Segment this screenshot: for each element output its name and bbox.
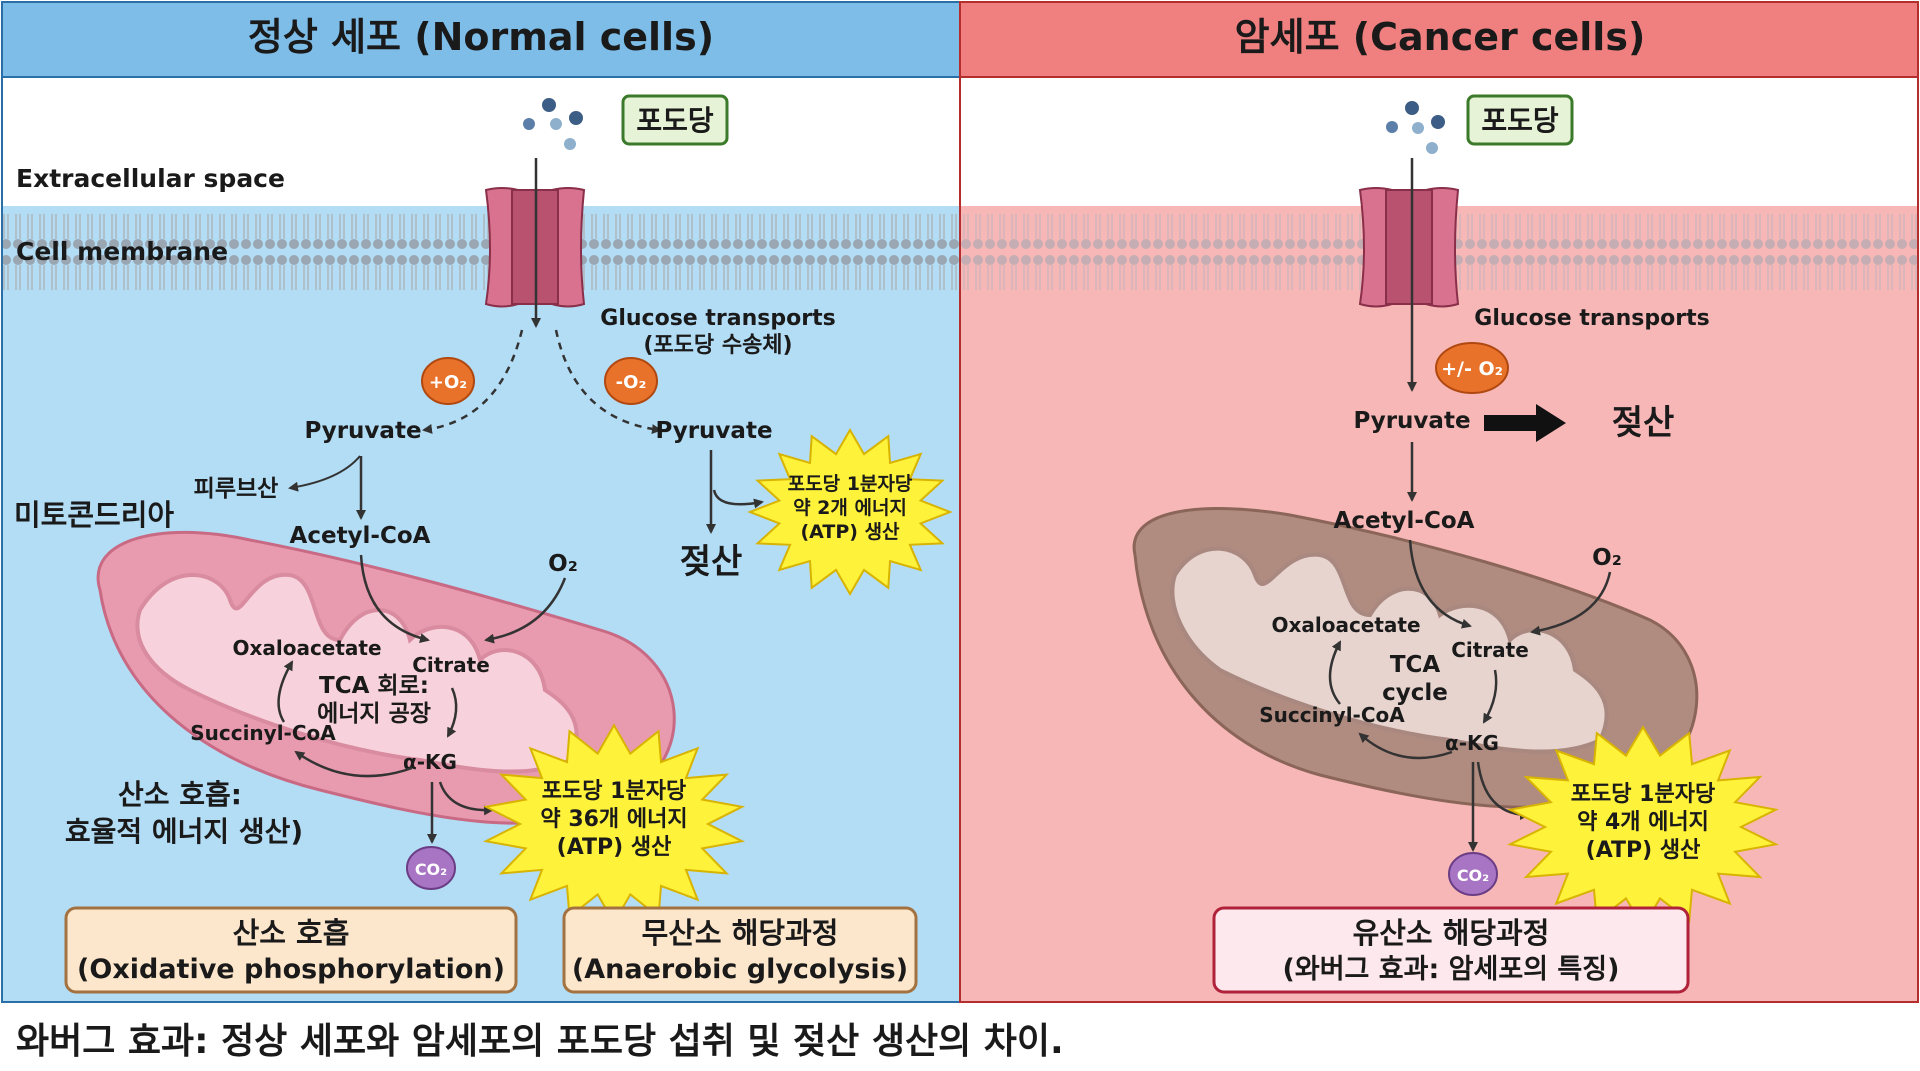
burst-right-line-3: (ATP) 생산 bbox=[1586, 838, 1701, 863]
burst-small-line-2: 약 2개 에너지 bbox=[793, 497, 907, 519]
tca-label-2: 에너지 공장 bbox=[317, 701, 431, 727]
glucose-transporter-icon-right bbox=[1358, 187, 1460, 308]
tca-label-right-1: TCA bbox=[1390, 652, 1441, 678]
burst-right-line-1: 포도당 1분자당 bbox=[1571, 782, 1715, 807]
o2-to-citrate-arrow bbox=[484, 577, 567, 644]
oxidative-box-line-1: 산소 호흡 bbox=[233, 916, 350, 950]
left-header-bar bbox=[1, 1, 961, 78]
anaerobic-branch-arrow bbox=[554, 329, 662, 435]
akg-label-right: α-KG bbox=[1445, 731, 1499, 755]
burst-big-line-3: (ATP) 생산 bbox=[557, 835, 672, 860]
tca-label-1: TCA 회로: bbox=[319, 673, 429, 699]
tca-succinyl-oxalo-arrow bbox=[277, 660, 294, 723]
left-membrane bbox=[3, 206, 959, 296]
acetyl-coa-label: Acetyl-CoA bbox=[290, 523, 431, 549]
plus-o2-text: +O₂ bbox=[429, 372, 467, 393]
burst-right-line-2: 약 4개 에너지 bbox=[1577, 810, 1709, 835]
minus-o2-badge: -O₂ bbox=[604, 357, 658, 405]
oxidative-box-line-2: (Oxidative phosphorylation) bbox=[77, 954, 505, 985]
pyruvate-right: Pyruvate bbox=[655, 418, 772, 444]
tca-citrate-akg-arrow-right bbox=[1482, 669, 1498, 724]
cancer-cells-panel: 암세포 (Cancer cells) 포도당 Glucose transport… bbox=[959, 1, 1919, 1003]
cancer-mitochondrion-icon bbox=[1132, 507, 1699, 809]
atp-burst-small-icon bbox=[747, 428, 953, 596]
glucose-label: 포도당 bbox=[636, 104, 714, 137]
acetyl-to-citrate-arrow bbox=[359, 554, 430, 644]
o2-label-right: O₂ bbox=[1592, 545, 1622, 571]
tca-akg-succinyl-arrow bbox=[294, 750, 413, 778]
succinyl-coa-label-right: Succinyl-CoA bbox=[1259, 703, 1405, 727]
aerobic-box-line-2: (와버그 효과: 암세포의 특징) bbox=[1283, 954, 1620, 985]
succinyl-coa-label: Succinyl-CoA bbox=[190, 721, 336, 745]
pyruvate-label-right: Pyruvate bbox=[1353, 408, 1470, 434]
transporter-label: Glucose transports bbox=[600, 306, 835, 331]
oxaloacetate-label-right: Oxaloacetate bbox=[1271, 613, 1420, 637]
left-header-title: 정상 세포 (Normal cells) bbox=[248, 15, 714, 59]
o2-to-citrate-arrow-right bbox=[1530, 571, 1612, 636]
extracellular-label: Extracellular space bbox=[16, 164, 285, 193]
left-extracellular bbox=[3, 78, 959, 206]
burst-big-line-2: 약 36개 에너지 bbox=[540, 807, 687, 832]
anaerobic-box-line-1: 무산소 해당과정 bbox=[642, 916, 839, 950]
normal-cells-panel: 정상 세포 (Normal cells) Extracellular space… bbox=[1, 1, 961, 1003]
plus-minus-o2-badge: +/- O₂ bbox=[1435, 342, 1509, 394]
co2-text-right: CO₂ bbox=[1457, 866, 1489, 885]
pyruvic-acid-label: 피루브산 bbox=[194, 476, 279, 502]
co2-badge-right: CO₂ bbox=[1448, 852, 1498, 896]
pyruvic-acid-arrow bbox=[288, 455, 361, 492]
burst-small-line-3: (ATP) 생산 bbox=[800, 521, 900, 543]
respiration-label-2: 효율적 에너지 생산) bbox=[65, 815, 303, 848]
lactate-label-right: 젖산 bbox=[1612, 403, 1675, 443]
figure-caption: 와버그 효과: 정상 세포와 암세포의 포도당 섭취 및 젖산 생산의 차이. bbox=[16, 1021, 1064, 1062]
citrate-label: Citrate bbox=[412, 653, 490, 677]
burst-big-line-1: 포도당 1분자당 bbox=[542, 779, 686, 804]
tca-citrate-akg-arrow bbox=[446, 687, 458, 738]
anaerobic-box-line-2: (Anaerobic glycolysis) bbox=[572, 954, 908, 985]
mitochondria-label: 미토콘드리아 bbox=[14, 498, 174, 532]
transporter-ko-label: (포도당 수송체) bbox=[643, 333, 792, 358]
aerobic-box-line-1: 유산소 해당과정 bbox=[1353, 916, 1550, 950]
plus-minus-o2-text: +/- O₂ bbox=[1441, 358, 1503, 380]
right-extracellular bbox=[961, 78, 1917, 206]
lactate-label-left: 젖산 bbox=[680, 542, 743, 582]
plus-o2-badge: +O₂ bbox=[421, 357, 475, 405]
glucose-label-box-right bbox=[1466, 94, 1574, 146]
membrane-label: Cell membrane bbox=[16, 237, 228, 266]
burst-small-line-1: 포도당 1분자당 bbox=[788, 473, 913, 495]
aerobic-branch-arrow bbox=[422, 329, 524, 434]
tca-akg-succinyl-arrow-right bbox=[1358, 732, 1453, 760]
akg-to-atp-arrow bbox=[438, 781, 494, 816]
transporter-label-right: Glucose transports bbox=[1474, 306, 1709, 331]
acetyl-coa-label-right: Acetyl-CoA bbox=[1334, 508, 1475, 534]
tca-succinyl-oxalo-arrow-right bbox=[1328, 640, 1342, 705]
glucose-molecules-icon bbox=[523, 98, 583, 150]
glucose-label-box bbox=[621, 94, 729, 146]
right-header-title: 암세포 (Cancer cells) bbox=[1235, 15, 1646, 59]
minus-o2-text: -O₂ bbox=[616, 372, 647, 393]
o2-label: O₂ bbox=[548, 551, 578, 577]
co2-text-left: CO₂ bbox=[415, 860, 447, 879]
co2-badge-left: CO₂ bbox=[406, 846, 456, 890]
akg-label: α-KG bbox=[403, 750, 457, 774]
acetyl-to-citrate-arrow-right bbox=[1408, 539, 1472, 629]
glucose-molecules-icon bbox=[1386, 101, 1445, 154]
tca-label-right-2: cycle bbox=[1382, 680, 1448, 706]
respiration-label-1: 산소 호흡: bbox=[118, 778, 242, 811]
aerobic-glycolysis-box bbox=[1212, 906, 1690, 994]
citrate-label-right: Citrate bbox=[1451, 638, 1529, 662]
lactate-fat-arrow-icon bbox=[1484, 404, 1566, 442]
anaerobic-box bbox=[562, 906, 918, 994]
right-header-bar bbox=[959, 1, 1919, 78]
oxaloacetate-label: Oxaloacetate bbox=[232, 636, 381, 660]
oxidative-box bbox=[64, 906, 518, 994]
glycolysis-atp-arrow bbox=[712, 489, 764, 509]
glucose-label-right: 포도당 bbox=[1481, 104, 1559, 137]
pyruvate-left: Pyruvate bbox=[304, 418, 421, 444]
